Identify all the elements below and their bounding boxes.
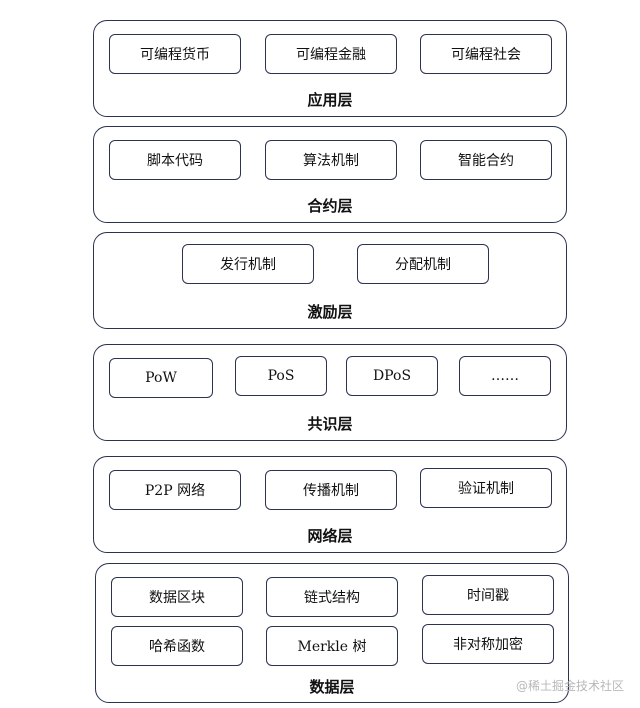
layer-title-network: 网络层 [307, 527, 353, 545]
layer-title-data: 数据层 [309, 678, 355, 696]
item-programmable-currency: 可编程货币 [109, 34, 241, 74]
layer-title-incentive: 激励层 [307, 303, 353, 321]
layer-application: 可编程货币 可编程金融 可编程社会 应用层 [93, 20, 567, 117]
item-hash-function: 哈希函数 [111, 626, 243, 666]
item-propagation-mechanism: 传播机制 [265, 470, 397, 510]
item-data-block: 数据区块 [111, 577, 243, 617]
item-smart-contract: 智能合约 [420, 140, 552, 180]
layer-contract: 脚本代码 算法机制 智能合约 合约层 [93, 126, 567, 223]
layer-network: P2P 网络 传播机制 验证机制 网络层 [93, 456, 567, 553]
item-asymmetric-encryption: 非对称加密 [422, 624, 554, 664]
item-p2p-network: P2P 网络 [109, 470, 241, 510]
item-script-code: 脚本代码 [109, 140, 241, 180]
item-programmable-finance: 可编程金融 [265, 34, 397, 74]
item-issuance-mechanism: 发行机制 [182, 244, 314, 284]
layer-title-consensus: 共识层 [307, 415, 353, 433]
item-timestamp: 时间戳 [422, 575, 554, 615]
layer-data: 数据区块 链式结构 时间戳 哈希函数 Merkle 树 非对称加密 数据层 [95, 563, 569, 703]
layer-incentive: 发行机制 分配机制 激励层 [93, 232, 567, 329]
item-programmable-society: 可编程社会 [420, 34, 552, 74]
item-pow: PoW [109, 358, 213, 398]
layer-consensus: PoW PoS DPoS …… 共识层 [93, 344, 567, 441]
layer-title-contract: 合约层 [307, 197, 353, 215]
item-dpos: DPoS [346, 356, 438, 396]
item-algorithm-mechanism: 算法机制 [265, 140, 397, 180]
item-verification-mechanism: 验证机制 [420, 468, 552, 508]
item-ellipsis: …… [459, 356, 551, 396]
item-distribution-mechanism: 分配机制 [357, 244, 489, 284]
item-chain-structure: 链式结构 [266, 577, 398, 617]
item-merkle-tree: Merkle 树 [266, 626, 398, 666]
item-pos: PoS [235, 356, 327, 396]
layer-title-application: 应用层 [307, 91, 353, 109]
watermark: @稀土掘金技术社区 [515, 679, 624, 693]
